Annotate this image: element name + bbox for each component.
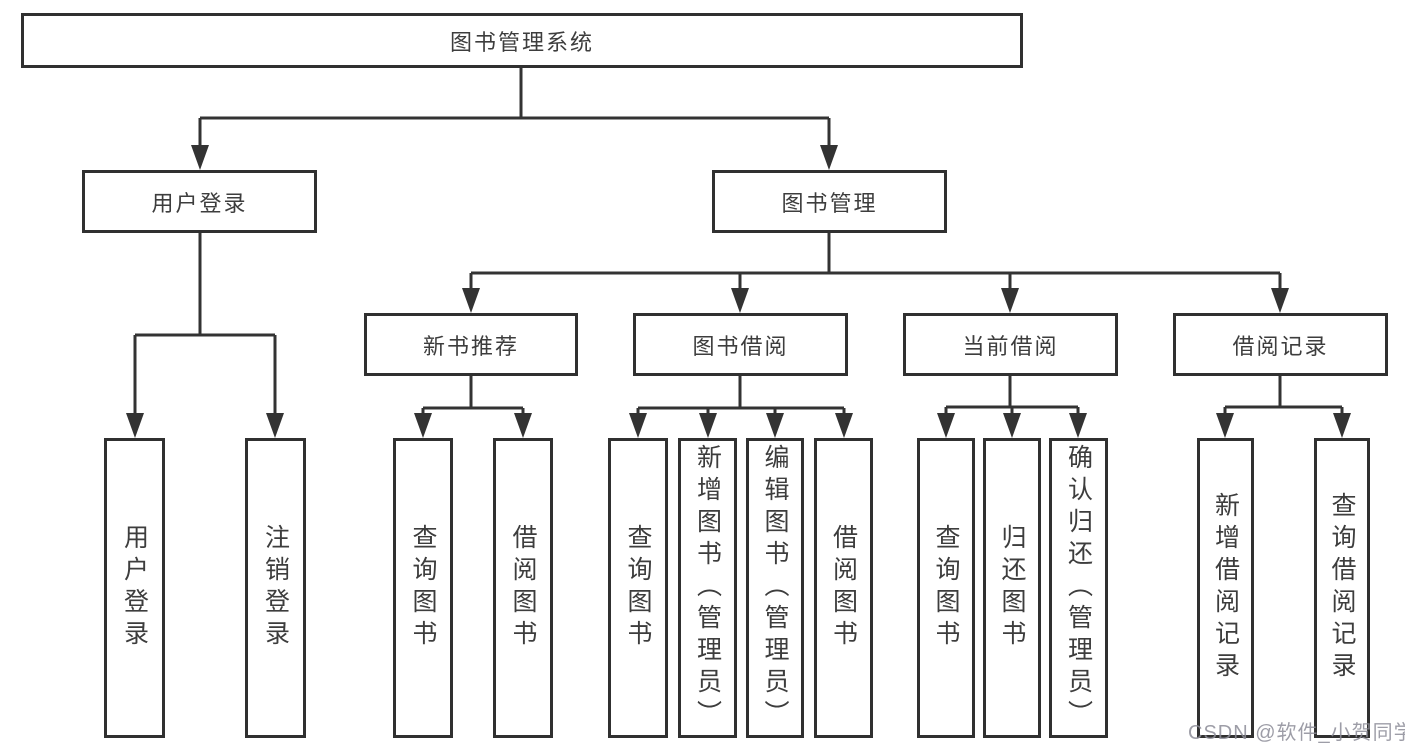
node-book-management: 图书管理 xyxy=(712,170,947,233)
leaf-user-login: 用户登录 xyxy=(104,438,165,738)
node-user-login: 用户登录 xyxy=(82,170,317,233)
arrowhead xyxy=(266,413,284,438)
arrowhead xyxy=(731,288,749,313)
leaf-return-books: 归还图书 xyxy=(983,438,1041,738)
node-label: 查询图书 xyxy=(932,524,960,652)
arrowhead xyxy=(629,413,647,438)
node-new-book-recommend: 新书推荐 xyxy=(364,313,578,376)
node-label: 借阅图书 xyxy=(829,524,858,652)
node-label: 图书借阅 xyxy=(692,333,789,359)
node-label: 注销登录 xyxy=(261,524,290,652)
arrowhead xyxy=(835,413,853,438)
node-library-management-system: 图书管理系统 xyxy=(21,13,1023,68)
arrowhead xyxy=(191,145,209,170)
node-label: 借阅图书 xyxy=(509,524,537,652)
node-label: 查询图书 xyxy=(409,524,437,652)
node-label: 用户登录 xyxy=(120,524,149,652)
leaf-query-books-current: 查询图书 xyxy=(917,438,975,738)
node-borrowing-records: 借阅记录 xyxy=(1173,313,1388,376)
node-label: 用户登录 xyxy=(151,190,248,216)
arrowhead xyxy=(414,413,432,438)
node-label: 借阅记录 xyxy=(1232,333,1329,359)
arrowhead xyxy=(1001,288,1019,313)
node-label: 新增借阅记录 xyxy=(1211,492,1240,684)
node-label: 新增图书（管理员） xyxy=(693,444,722,732)
arrowhead xyxy=(1333,413,1351,438)
arrowhead xyxy=(699,413,717,438)
tree-edges xyxy=(133,68,1344,434)
leaf-query-books-borrowing: 查询图书 xyxy=(608,438,668,738)
leaf-edit-books-admin: 编辑图书（管理员） xyxy=(746,438,804,738)
arrowhead xyxy=(462,288,480,313)
node-current-borrowing: 当前借阅 xyxy=(903,313,1118,376)
node-label: 编辑图书（管理员） xyxy=(761,444,789,732)
leaf-borrow-books-recommend: 借阅图书 xyxy=(493,438,553,738)
arrowhead xyxy=(1271,288,1289,313)
leaf-query-borrow-record: 查询借阅记录 xyxy=(1314,438,1370,738)
arrowhead xyxy=(937,413,955,438)
node-label: 确认归还（管理员） xyxy=(1064,444,1093,732)
arrowhead xyxy=(514,413,532,438)
leaf-borrow-books: 借阅图书 xyxy=(814,438,873,738)
arrowhead xyxy=(1216,413,1234,438)
arrowhead xyxy=(126,413,144,438)
node-label: 归还图书 xyxy=(998,524,1026,652)
node-label: 新书推荐 xyxy=(422,333,519,359)
node-label: 查询借阅记录 xyxy=(1328,492,1356,684)
arrowhead xyxy=(820,145,838,170)
leaf-add-books-admin: 新增图书（管理员） xyxy=(678,438,737,738)
arrowhead xyxy=(1069,413,1087,438)
node-label: 当前借阅 xyxy=(962,333,1059,359)
arrowhead-group xyxy=(126,145,1351,438)
leaf-logout: 注销登录 xyxy=(245,438,306,738)
arrowhead xyxy=(1003,413,1021,438)
leaf-confirm-return-admin: 确认归还（管理员） xyxy=(1049,438,1108,738)
arrowhead xyxy=(766,413,784,438)
node-book-borrowing: 图书借阅 xyxy=(633,313,848,376)
watermark: CSDN @软件_小贺同学 xyxy=(1188,722,1405,744)
leaf-add-borrow-record: 新增借阅记录 xyxy=(1197,438,1254,738)
node-label: 查询图书 xyxy=(624,524,652,652)
leaf-query-books-recommend: 查询图书 xyxy=(393,438,453,738)
node-label: 图书管理 xyxy=(781,190,878,216)
node-label: 图书管理系统 xyxy=(449,29,594,55)
